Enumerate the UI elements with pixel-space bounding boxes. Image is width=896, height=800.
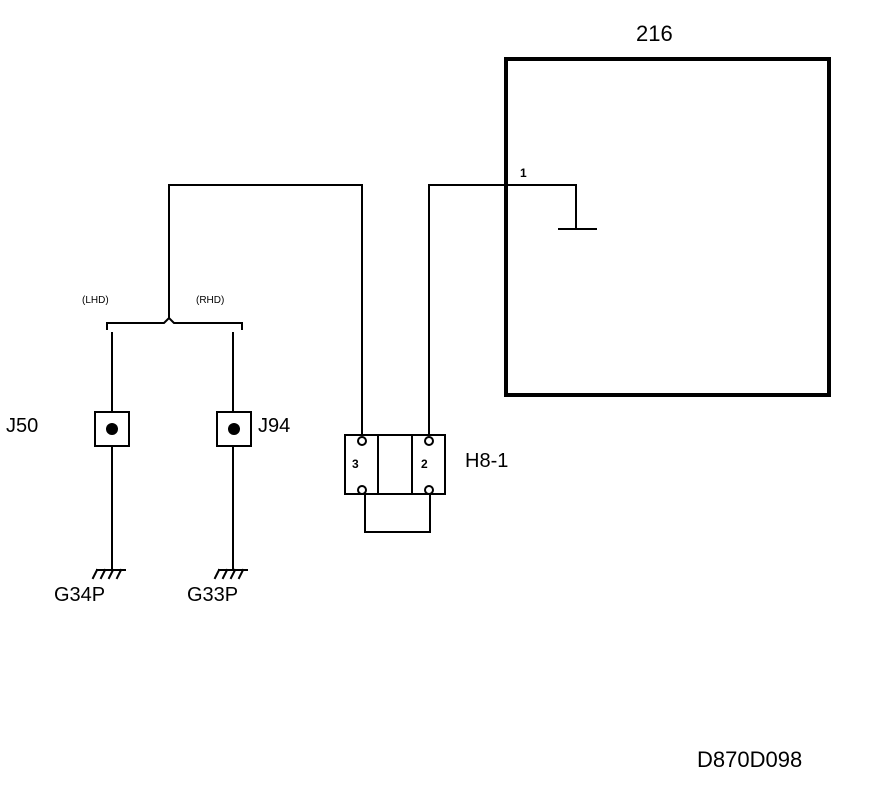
ground-g33p-label: G33P	[187, 584, 238, 606]
connector-h8-1-pin-2-bottom	[424, 485, 434, 495]
ground-g33p-icon	[213, 568, 248, 580]
ground-g34p-label: G34P	[54, 584, 105, 606]
component-216-label: 216	[636, 21, 673, 46]
branch-rhd: J94 G33P	[187, 332, 290, 606]
splice-j94-label: J94	[258, 415, 290, 437]
component-216-box	[504, 57, 831, 397]
connector-h8-1-pin-3-top	[357, 436, 367, 446]
branch-lhd: J50 G34P	[6, 332, 130, 606]
component-216-pin-1-label: 1	[520, 166, 527, 180]
connector-h8-1-pin-3-bottom	[357, 485, 367, 495]
connector-h8-1-pin-2-label: 2	[421, 457, 428, 471]
component-216-internal-ground-icon	[505, 184, 597, 230]
component-216: 216 1	[504, 21, 831, 397]
splice-j50-dot-icon	[106, 423, 118, 435]
connector-h8-1-pin-3-label: 3	[352, 457, 359, 471]
ground-g34p-icon	[91, 568, 126, 580]
variant-label-lhd: (LHD)	[82, 295, 109, 306]
connector-h8-1-pin-2-top	[424, 436, 434, 446]
splice-j50-label: J50	[6, 415, 38, 437]
diagram-code: D870D098	[697, 747, 802, 772]
connector-h8-1-label: H8-1	[465, 450, 508, 472]
connector-h8-1: 3 2 H8-1	[344, 434, 508, 533]
wire-h8-pin3-to-split	[168, 184, 363, 440]
variant-brace	[106, 316, 243, 330]
wire-216-pin1-to-h8-pin2	[428, 184, 507, 440]
splice-j94-dot-icon	[228, 423, 240, 435]
connector-h8-1-jumper	[364, 493, 431, 533]
variant-label-rhd: (RHD)	[196, 295, 224, 306]
